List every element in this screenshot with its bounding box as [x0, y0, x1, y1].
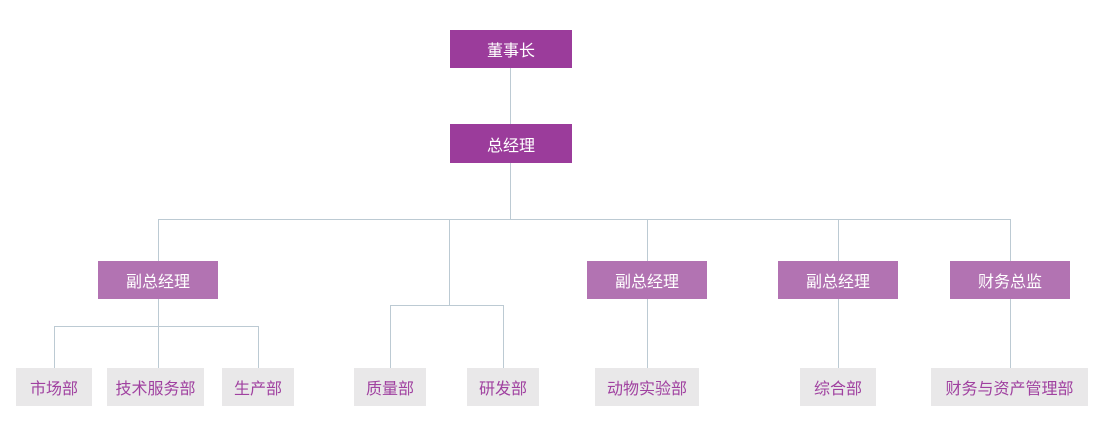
org-node-dept-rnd: 研发部 — [467, 368, 539, 406]
connector-gm-trunk — [510, 163, 511, 219]
org-node-deputy-gm-1: 副总经理 — [98, 261, 218, 299]
org-node-dept-general: 综合部 — [800, 368, 876, 406]
connector-deputy1-rail — [54, 326, 258, 327]
connector-rail-finance-director — [1010, 219, 1011, 261]
connector-rail-deputy1 — [158, 219, 159, 261]
org-node-dept-quality: 质量部 — [354, 368, 426, 406]
connector-deputy2-animal-lab — [647, 299, 648, 368]
connector-director-finance-dept — [1010, 299, 1011, 368]
org-node-dept-production: 生产部 — [222, 368, 294, 406]
org-node-deputy-gm-2: 副总经理 — [587, 261, 707, 299]
org-node-chairman: 董事长 — [450, 30, 572, 68]
org-node-deputy-gm-3: 副总经理 — [778, 261, 898, 299]
connector-main-rail — [158, 219, 1010, 220]
org-node-dept-finance-assets: 财务与资产管理部 — [931, 368, 1088, 406]
connector-rail-production — [258, 326, 259, 368]
connector-chairman-gm — [510, 68, 511, 124]
connector-rail-rnd — [503, 305, 504, 368]
connector-rail-marketing — [54, 326, 55, 368]
org-node-dept-animal-lab: 动物实验部 — [595, 368, 699, 406]
connector-rail-quality — [390, 305, 391, 368]
org-node-dept-marketing: 市场部 — [16, 368, 92, 406]
connector-quality-rnd-rail — [390, 305, 503, 306]
connector-rail-quality-rnd — [449, 219, 450, 305]
org-node-dept-tech-service: 技术服务部 — [107, 368, 204, 406]
connector-deputy1-trunk — [158, 299, 159, 368]
connector-rail-deputy2 — [647, 219, 648, 261]
org-node-general-manager: 总经理 — [450, 124, 572, 163]
org-node-finance-director: 财务总监 — [950, 261, 1070, 299]
connector-deputy3-general — [838, 299, 839, 368]
connector-rail-deputy3 — [838, 219, 839, 261]
